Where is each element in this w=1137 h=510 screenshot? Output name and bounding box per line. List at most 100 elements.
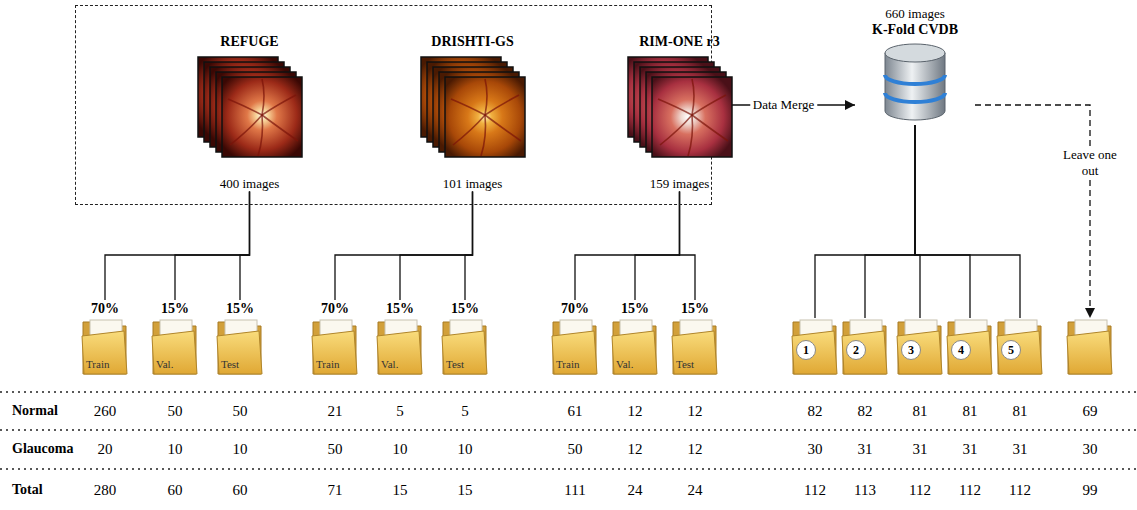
blood-vessel (228, 99, 262, 115)
table-cell: 260 (94, 403, 117, 420)
split-folder: 70%Train (310, 300, 360, 376)
database-icon (879, 41, 951, 125)
split-name: Test (676, 358, 694, 370)
split-folder: 15%Val. (610, 300, 660, 376)
table-rule (0, 468, 1137, 469)
split-name: Val. (616, 358, 633, 370)
folder-front (672, 331, 717, 374)
table-cell: 5 (396, 403, 404, 420)
table-cell: 112 (909, 482, 931, 499)
connector (175, 192, 250, 301)
folder-box: Train (80, 318, 130, 376)
cylinder-body (885, 53, 945, 120)
fold-folder: 5 (995, 318, 1045, 376)
table-cell: 15 (393, 482, 408, 499)
fold-number: 2 (846, 340, 866, 360)
edge-label: Leave one out (1056, 146, 1124, 179)
table-cell: 12 (628, 441, 643, 458)
dataset-group: REFUGE400 imagesDRISHTI-GS101 imagesRIM-… (75, 5, 712, 205)
table-cell: 31 (913, 441, 928, 458)
folder-box: Test (670, 318, 720, 376)
table-cell: 60 (233, 482, 248, 499)
split-name: Val. (381, 358, 398, 370)
table-cell: 50 (168, 403, 183, 420)
table-cell: 99 (1083, 482, 1098, 499)
connector (335, 192, 473, 301)
fold-folder: 3 (895, 318, 945, 376)
split-name: Train (316, 358, 339, 370)
table-cell: 31 (858, 441, 873, 458)
folder-front (217, 331, 262, 374)
folder-front (152, 331, 197, 374)
fold-number: 3 (901, 340, 921, 360)
split-folder: 15%Test (215, 300, 265, 376)
connector (865, 125, 915, 318)
fold-folder: 1 (790, 318, 840, 376)
row-header: Normal (12, 403, 58, 419)
table-cell: 69 (1083, 403, 1098, 420)
split-percent: 15% (670, 300, 720, 318)
fundus-image-stack (195, 54, 305, 164)
split-percent: 15% (150, 300, 200, 318)
table-cell: 81 (1013, 403, 1028, 420)
folder-front (312, 331, 357, 374)
table-cell: 113 (854, 482, 876, 499)
folder-front (792, 331, 837, 374)
blood-vessel (262, 115, 298, 141)
blood-vessel (451, 99, 485, 115)
connector (465, 192, 473, 301)
split-name: Train (556, 358, 579, 370)
connector (975, 105, 1090, 318)
split-folder: 70%Train (80, 300, 130, 376)
table-cell: 30 (808, 441, 823, 458)
table-rule (0, 391, 1137, 392)
blood-vessel (262, 95, 296, 115)
fundus-image-stack (418, 54, 528, 164)
blood-vessel (485, 79, 487, 115)
row-header: Total (12, 482, 43, 498)
database-node: 660 imagesK-Fold CVDB (855, 6, 975, 125)
blood-vessel (230, 115, 262, 145)
table-cell: 10 (458, 441, 473, 458)
table-cell: 81 (913, 403, 928, 420)
image-count: 159 images (650, 176, 710, 192)
blood-vessel (658, 99, 692, 115)
fold-folder (1065, 318, 1115, 376)
split-folder: 15%Val. (150, 300, 200, 376)
dataset-name: RIM-ONE r3 (639, 34, 720, 50)
image-count: 400 images (220, 176, 280, 192)
split-folder: 15%Test (440, 300, 490, 376)
cylinder-top (885, 44, 945, 62)
fold-folder: 4 (945, 318, 995, 376)
folder-front (1067, 331, 1112, 374)
folder-front (82, 331, 127, 374)
folder-box: Val. (375, 318, 425, 376)
dataset-box: RIM-ONE r3 159 images (605, 34, 755, 192)
blood-vessel (692, 79, 694, 115)
folder-front (612, 331, 657, 374)
cylinder-band (885, 75, 945, 84)
table-cell: 112 (959, 482, 981, 499)
table-cell: 31 (963, 441, 978, 458)
table-cell: 30 (1083, 441, 1098, 458)
folder-front (377, 331, 422, 374)
folder-box (1065, 318, 1115, 376)
table-cell: 112 (804, 482, 826, 499)
fundus-image (222, 77, 302, 157)
dataset-box: DRISHTI-GS101 images (398, 34, 548, 192)
folder-box: Train (550, 318, 600, 376)
folder-box: 5 (995, 318, 1045, 376)
split-percent: 70% (80, 300, 130, 318)
table-cell: 12 (688, 441, 703, 458)
connector (105, 192, 250, 301)
fold-number: 5 (1001, 340, 1021, 360)
dataset-name: DRISHTI-GS (431, 34, 513, 50)
split-name: Test (221, 358, 239, 370)
table-cell: 24 (688, 482, 703, 499)
table-cell: 61 (568, 403, 583, 420)
table-cell: 112 (1009, 482, 1031, 499)
connector (815, 125, 915, 318)
folder-front (997, 331, 1042, 374)
